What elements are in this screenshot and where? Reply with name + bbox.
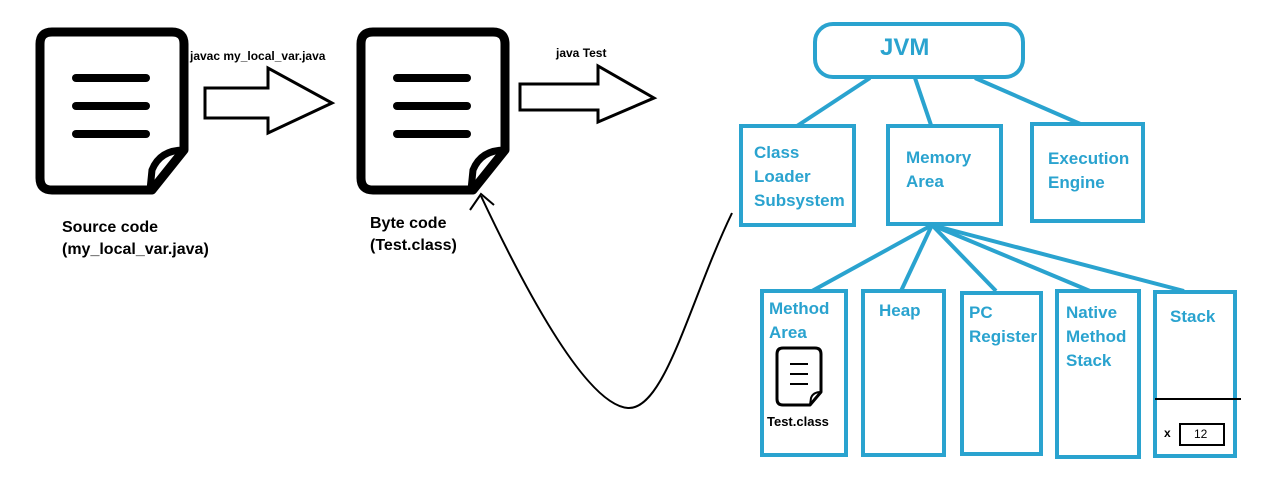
execution-engine-box [1030, 122, 1145, 223]
pc-register-label: PC Register [969, 303, 1038, 347]
stack-variable-slot [1179, 423, 1225, 446]
execution-engine-label: Execution Engine [1048, 149, 1130, 193]
memory-area-box [886, 124, 1003, 226]
stack-variable-value: 12 [1194, 427, 1208, 441]
native-method-stack-box [1055, 289, 1141, 459]
class-loader-box [739, 124, 856, 227]
stack-label: Stack [1170, 307, 1216, 326]
compile-command-label: javac my_local_var.java [190, 49, 326, 63]
method-area-document-icon [775, 346, 823, 407]
method-area-file-label: Test.class [767, 414, 829, 429]
method-area-label: Method Area [769, 299, 830, 343]
run-command-label: java Test [556, 46, 607, 60]
bytecode-label: Byte code (Test.class) [370, 215, 457, 255]
native-method-stack-label: Native Method Stack [1066, 303, 1127, 371]
jvm-tree-lines [795, 76, 1185, 293]
jvm-box [813, 22, 1025, 79]
class-loader-label: Class Loader Subsystem [754, 143, 845, 211]
run-arrow-icon [518, 63, 658, 125]
bytecode-document-icon [356, 27, 510, 195]
heap-box [861, 289, 946, 457]
jvm-title: JVM [880, 34, 930, 61]
stack-variable-name: x [1164, 426, 1171, 440]
source-code-label: Source code (my_local_var.java) [62, 219, 209, 259]
compile-arrow-icon [203, 65, 336, 136]
curved-arrow-icon [469, 192, 733, 410]
source-document-icon [35, 27, 189, 195]
memory-area-label: Memory Area [906, 148, 972, 192]
heap-label: Heap [879, 301, 921, 320]
pc-register-box [960, 291, 1043, 456]
